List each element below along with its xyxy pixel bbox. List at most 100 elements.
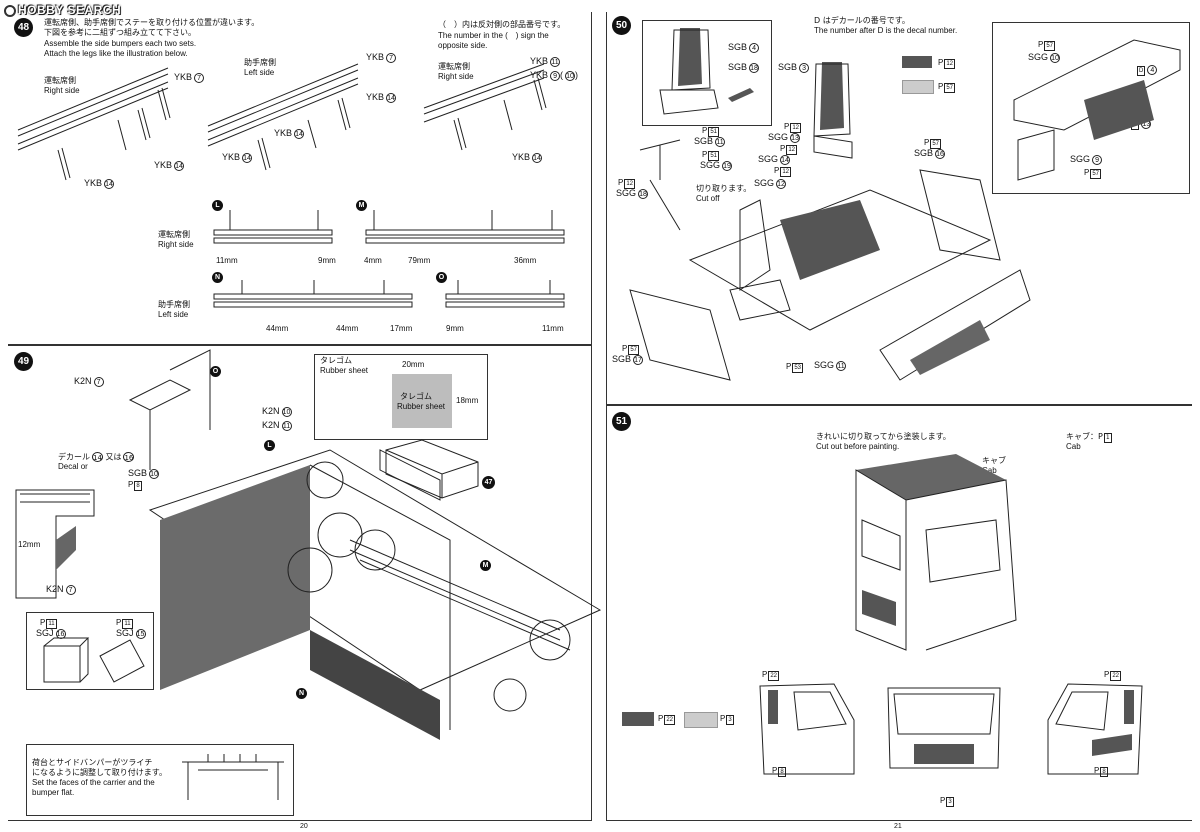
bumper-drawing-right-b [423, 63, 547, 151]
cab-side-right-drawing [1047, 683, 1143, 775]
swatch-light [902, 80, 934, 94]
step-48-panel [8, 12, 592, 345]
bumper-drawing-left [207, 63, 359, 171]
cab-label-en: Cab [982, 466, 997, 475]
step48-note-en2: opposite side. [438, 41, 488, 50]
bottom-jp2: になるように調整して取り付けます。 [32, 768, 167, 777]
cab-part-en: Cab [1066, 442, 1081, 451]
seat-drawing-inset [659, 28, 719, 115]
step48-en-line1: Assemble the side bumpers each two sets. [44, 39, 197, 48]
dim-L-9mm: 9mm [318, 256, 336, 265]
dim-N-17mm: 17mm [390, 324, 413, 333]
step-51-number: 51 [612, 412, 631, 431]
right-side-jp-b: 運転席側 [438, 62, 470, 71]
dim-M-36mm: 36mm [514, 256, 537, 265]
cab-main-drawing [855, 454, 1017, 651]
dashboard-drawing [1013, 39, 1181, 181]
dim-O-9mm: 9mm [446, 324, 464, 333]
rs-jp-label: 運転席側 [158, 230, 190, 239]
cab-front-drawing [887, 687, 1001, 769]
step-51-panel [606, 405, 1192, 821]
right-side-en-a: Right side [44, 86, 80, 95]
step48-jp-line2: 下図を参考に二組ずつ組み立てて下さい。 [44, 28, 196, 37]
step49-M-marker: M [480, 560, 491, 571]
ls-jp-label: 助手席側 [158, 300, 190, 309]
bar-M-drawing [365, 210, 565, 244]
step48-jp-line1: 運転席側、助手席側でステーを取り付ける位置が違います。 [44, 18, 260, 27]
dim-N-44mm-b: 44mm [336, 324, 359, 333]
cab-interior-drawing [629, 139, 1031, 381]
dim-M-79mm: 79mm [408, 256, 431, 265]
dim-M-4mm: 4mm [364, 256, 382, 265]
dim-N-44mm-a: 44mm [266, 324, 289, 333]
step48-note-en1: The number in the ( ) sign the [438, 31, 549, 40]
rubber-jp: タレゴム [320, 356, 352, 365]
driver-seat-drawing [813, 62, 853, 159]
step48-note-jp: （ ）内は反対側の部品番号です。 [438, 20, 566, 29]
truck-chassis-drawing [128, 349, 602, 740]
dim-O-11mm: 11mm [542, 324, 564, 333]
step-49-number: 49 [14, 352, 33, 371]
rubber-en: Rubber sheet [320, 366, 369, 375]
sgb18-part-drawing [728, 88, 754, 102]
ref-step-47: 47 [482, 476, 495, 489]
decal-en-label: Decal or [58, 462, 88, 471]
bumper-bracket-inset [15, 489, 95, 599]
step-48-number: 48 [14, 18, 33, 37]
rs-en-label: Right side [158, 240, 194, 249]
step49-L-marker: L [264, 440, 275, 451]
hobby-search-logo: HOBBY SEARCH [4, 3, 121, 17]
ls-en-label: Left side [158, 310, 189, 319]
seat-inset [642, 20, 772, 126]
right-side-jp-a: 運転席側 [44, 76, 76, 85]
rubber-dim18: 18mm [456, 396, 479, 405]
step-49-panel [8, 345, 592, 821]
cut-paint-en: Cut out before painting. [816, 442, 900, 451]
step-50-number: 50 [612, 16, 631, 35]
bar-L-drawing [213, 210, 333, 244]
cut-off-en: Cut off [696, 194, 720, 203]
bar-N-drawing [213, 280, 413, 308]
logo-text: HOBBY SEARCH [18, 3, 122, 17]
